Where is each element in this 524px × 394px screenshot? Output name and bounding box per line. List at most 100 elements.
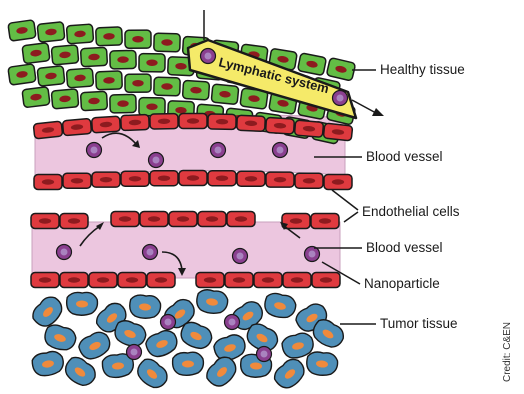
endothelial-cell <box>118 273 146 288</box>
endothelial-cell <box>60 214 88 229</box>
tumor-cell <box>133 355 171 393</box>
endothelial-cell <box>237 171 265 186</box>
healthy-cell <box>51 89 79 109</box>
healthy-cell <box>211 84 239 104</box>
healthy-cell <box>154 33 181 52</box>
endothelial-cell <box>208 114 236 130</box>
endothelial-cell <box>63 173 91 188</box>
endothelial-cell <box>121 171 149 186</box>
endothelial-cell <box>92 172 120 187</box>
endothelial-cell <box>323 123 352 141</box>
endothelial-cell <box>312 273 340 288</box>
endothelial-cell <box>179 114 207 129</box>
nanoparticle <box>233 249 248 264</box>
healthy-cell <box>110 50 136 69</box>
blood-vessel-label-lower: Blood vessel <box>366 240 443 255</box>
endothelial-cell <box>324 175 352 190</box>
tumor-cell <box>305 350 338 377</box>
tumor-tissue-cells <box>29 288 348 393</box>
endothelial-cells-label: Endothelial cells <box>362 204 460 219</box>
endothelial-cell <box>179 171 207 186</box>
endothelial-cell <box>111 212 139 227</box>
endothelial-cell <box>60 273 88 288</box>
endothelial-cell <box>150 113 178 129</box>
healthy-cell <box>326 58 355 81</box>
healthy-cell <box>66 68 93 88</box>
healthy-cell <box>96 27 123 46</box>
healthy-cell <box>154 77 181 96</box>
nanoparticle <box>273 143 288 158</box>
blood-vessel-lower-lumen <box>32 222 340 278</box>
nanoparticle <box>87 143 102 158</box>
endothelial-cell <box>266 117 295 134</box>
healthy-cell <box>22 43 50 64</box>
endothelial-cell <box>208 171 236 186</box>
endothelial-cell <box>237 115 266 131</box>
healthy-cell <box>37 22 65 43</box>
healthy-cell <box>81 91 108 110</box>
healthy-cell <box>182 80 209 100</box>
healthy-cell <box>37 66 65 87</box>
nanoparticle <box>333 91 348 106</box>
nanoparticle <box>161 315 176 330</box>
endothelial-cell <box>196 273 224 288</box>
nanoparticle <box>201 49 216 64</box>
healthy-cell <box>297 53 326 76</box>
endothelial-cell <box>140 212 168 227</box>
healthy-cell <box>81 47 108 66</box>
tumor-cell <box>271 355 309 392</box>
healthy-cell <box>8 64 36 85</box>
healthy-cell <box>66 24 93 44</box>
tumor-cell <box>129 294 162 320</box>
healthy-cell <box>139 54 165 72</box>
endothelial-cell <box>33 121 62 139</box>
endothelial-cell <box>31 214 59 229</box>
endothelial-cell <box>295 173 323 188</box>
endothelial-cell <box>311 214 339 229</box>
nanoparticle <box>57 245 72 260</box>
endothelial-cell <box>254 273 282 288</box>
tumor-tissue-label: Tumor tissue <box>380 316 458 331</box>
tumor-cell <box>262 291 298 321</box>
endothelial-cell <box>225 273 253 288</box>
healthy-cell <box>96 71 123 90</box>
nanoparticle <box>143 245 158 260</box>
nanoparticle <box>149 153 164 168</box>
tumor-cell <box>31 350 65 378</box>
healthy-cell <box>22 87 50 108</box>
endothelial-cell <box>150 171 178 186</box>
nanoparticle <box>127 345 142 360</box>
healthy-cell <box>51 45 79 65</box>
endothelial-cell <box>169 212 197 227</box>
tumor-cell <box>172 352 203 376</box>
endothelial-cell <box>227 212 255 227</box>
endothelial-cell <box>283 273 311 288</box>
tumor-cell <box>42 322 78 353</box>
endothelial-cell <box>198 212 226 227</box>
healthy-cell <box>8 20 36 41</box>
leader-endothelial-a <box>332 190 358 210</box>
healthy-cell <box>125 30 151 48</box>
nanoparticle <box>225 315 240 330</box>
healthy-cell <box>125 74 151 92</box>
endothelial-cell <box>89 273 117 288</box>
tumor-cell <box>29 293 67 331</box>
tumor-cell <box>195 288 229 316</box>
endothelial-cell <box>92 116 121 133</box>
nanoparticle <box>211 143 226 158</box>
endothelial-cell <box>147 273 175 288</box>
endothelial-cell <box>62 118 91 135</box>
healthy-cell <box>110 94 136 113</box>
endothelial-cell <box>121 114 150 130</box>
tumor-cell <box>66 292 98 316</box>
blood-vessel-label-upper: Blood vessel <box>366 149 443 164</box>
credit-label: Credit: C&EN <box>502 322 513 382</box>
nanoparticle <box>257 347 272 362</box>
nanoparticle-label: Nanoparticle <box>364 276 440 291</box>
leader-endothelial-b <box>344 212 358 222</box>
endothelial-cell <box>31 273 59 288</box>
endothelial-cell <box>294 120 323 137</box>
endothelial-cell <box>266 172 294 187</box>
endothelial-cell <box>34 175 62 190</box>
